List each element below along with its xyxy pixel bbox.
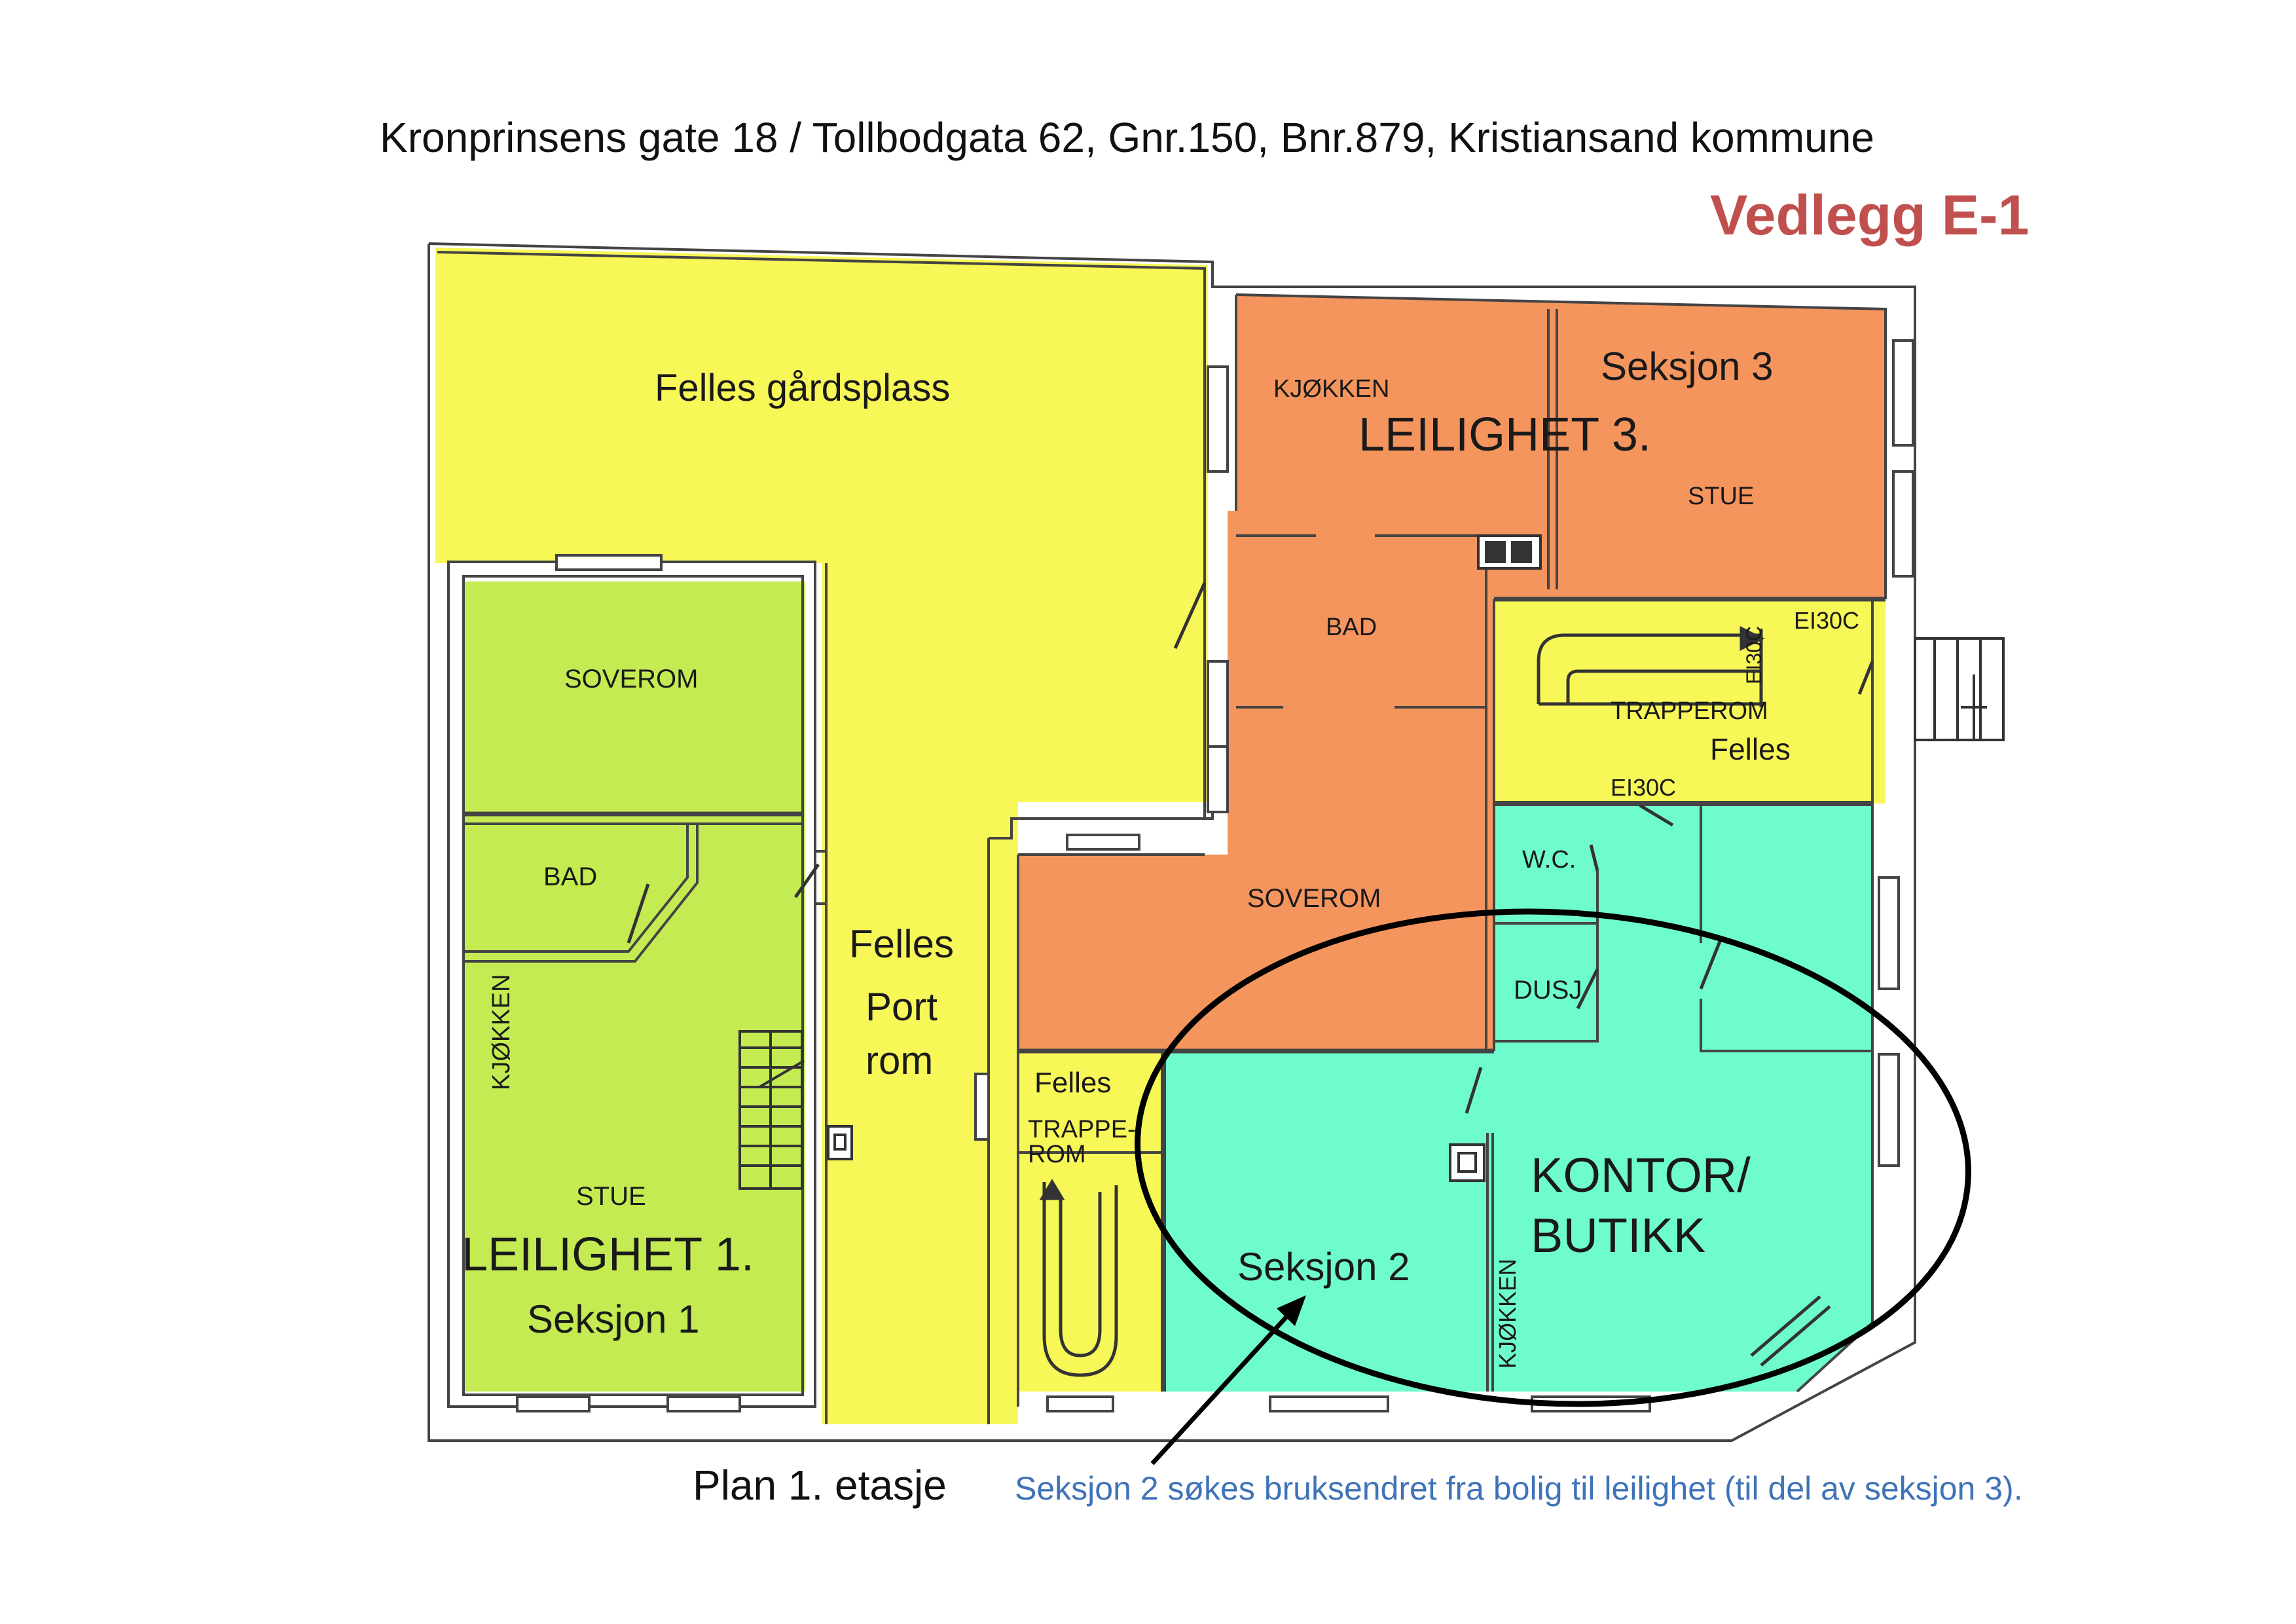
section-2-area — [1163, 803, 1872, 1392]
small-stair-line1: TRAPPE- — [1028, 1116, 1136, 1143]
sec2-kitchen-label: KJØKKEN — [1494, 1259, 1521, 1369]
main-stair — [1537, 625, 1765, 707]
apt1-bedroom-label: SOVEROM — [564, 665, 698, 693]
apt3-section-label: Seksjon 3 — [1601, 344, 1774, 388]
section-2-highlight-ellipse — [1135, 908, 1971, 1407]
fire-rating-top: EI30C — [1794, 607, 1859, 634]
stair-room-label: TRAPPEROM — [1611, 697, 1768, 725]
doors — [627, 581, 1874, 1367]
apartment-1-area — [465, 581, 805, 1392]
windows — [516, 339, 1914, 1412]
apt1-bath-label: BAD — [543, 862, 597, 891]
plan-label: Plan 1. etasje — [693, 1462, 947, 1509]
fire-rating-vertical: EI30C — [1742, 626, 1766, 684]
apt1-section-label: Seksjon 1 — [527, 1297, 700, 1341]
small-stair — [1039, 1179, 1118, 1377]
apartment-1-stairs — [738, 1030, 805, 1190]
courtyard-area — [435, 248, 1208, 1424]
section-2-note: Seksjon 2 søkes bruksendret fra bolig ti… — [1015, 1470, 2023, 1507]
apt3-bath-label: BAD — [1326, 614, 1377, 641]
apt1-living-label: STUE — [576, 1182, 646, 1211]
entrance-steps — [1914, 637, 2005, 741]
courtyard-label: Felles gårdsplass — [655, 367, 950, 409]
address-header: Kronprinsens gate 18 / Tollbodgata 62, G… — [380, 114, 1874, 161]
section2-label: Seksjon 2 — [1237, 1245, 1410, 1289]
apt1-title: LEILIGHET 1. — [462, 1228, 754, 1281]
office-line1: KONTOR/ — [1531, 1148, 1751, 1202]
attachment-label: Vedlegg E-1 — [1710, 184, 2030, 247]
apt3-title: LEILIGHET 3. — [1358, 409, 1651, 461]
room-labels: Felles gårdsplass KJØKKEN LEILIGHET 3. S… — [462, 344, 1859, 1369]
gate-room-line3: rom — [866, 1039, 933, 1082]
gate-room-line2: Port — [866, 985, 938, 1029]
apt3-kitchen-label: KJØKKEN — [1273, 375, 1389, 403]
apartment-3-area — [1018, 295, 1886, 1051]
fire-rating-bottom: EI30C — [1611, 774, 1676, 801]
office-line2: BUTIKK — [1531, 1208, 1705, 1263]
stair-common-label: Felles — [1710, 732, 1791, 766]
walls — [428, 242, 1916, 1442]
shower-label: DUSJ — [1514, 976, 1582, 1005]
shafts — [827, 534, 1542, 1182]
apt3-living-label: STUE — [1688, 483, 1754, 510]
apt3-bedroom-label: SOVEROM — [1247, 884, 1381, 913]
gate-room-line1: Felles — [849, 922, 954, 966]
stairwell-area — [1494, 599, 1886, 803]
small-stair-common-label: Felles — [1034, 1067, 1111, 1099]
wc-label: W.C. — [1522, 846, 1576, 874]
small-stair-line2: ROM — [1028, 1141, 1086, 1168]
pointer-arrow — [1150, 1295, 1306, 1466]
apt1-kitchen-label: KJØKKEN — [488, 974, 515, 1090]
